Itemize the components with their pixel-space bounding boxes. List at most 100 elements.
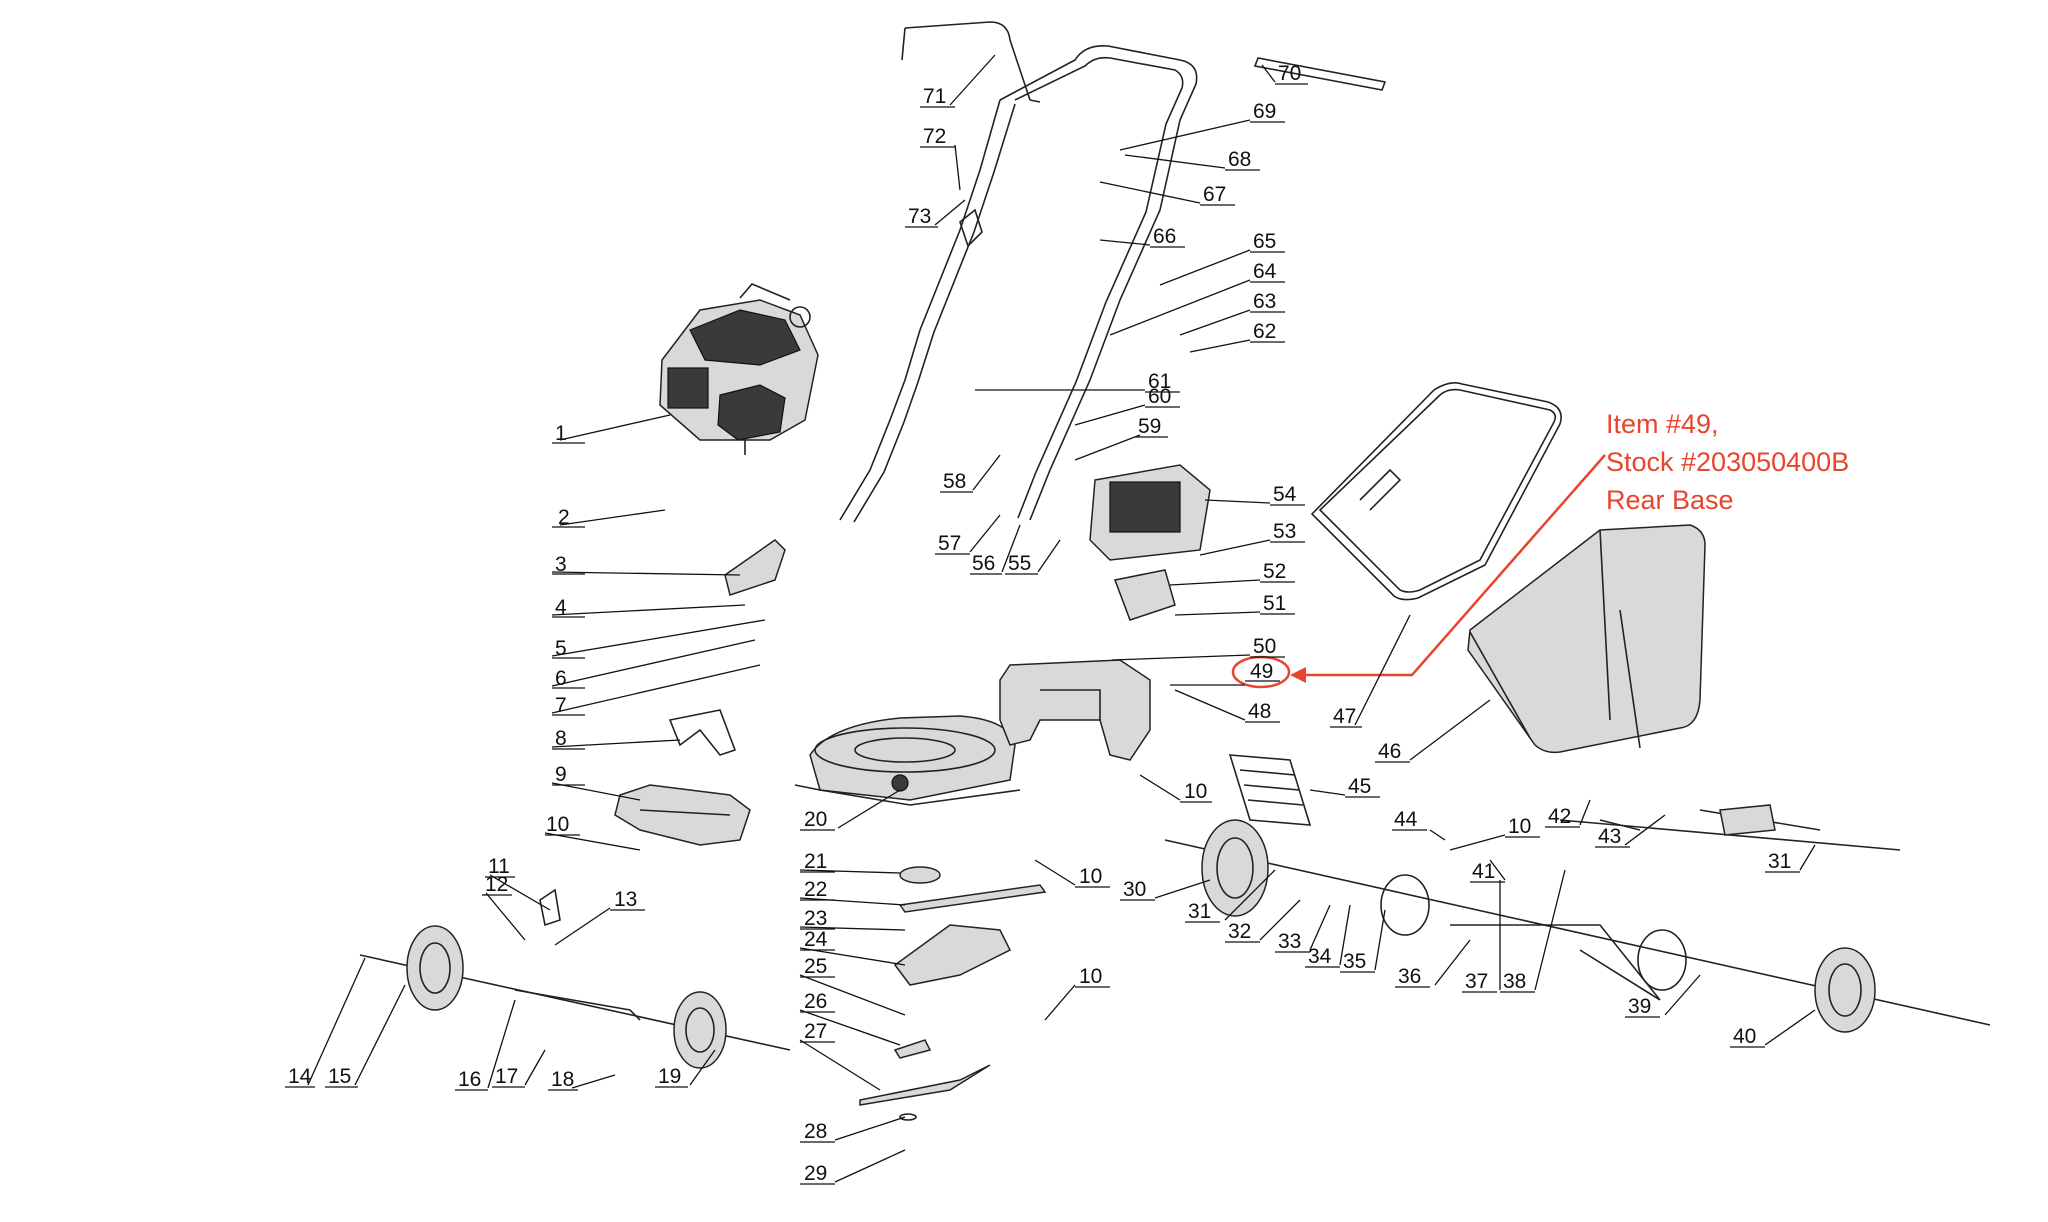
svg-text:28: 28 [804, 1120, 827, 1143]
callout-17: 17 [492, 1049, 546, 1088]
callout-47: 47 [1330, 614, 1411, 728]
svg-text:50: 50 [1253, 635, 1276, 658]
svg-text:40: 40 [1733, 1025, 1756, 1048]
svg-text:27: 27 [804, 1020, 827, 1043]
svg-text:6: 6 [555, 667, 567, 690]
callout-26: 26 [799, 990, 901, 1046]
callout-19: 19 [655, 1049, 716, 1088]
callout-56: 56 [970, 524, 1021, 575]
svg-text:51: 51 [1263, 592, 1286, 615]
callout-49: 49 [1170, 660, 1280, 686]
callout-30: 30 [1120, 878, 1211, 901]
svg-text:52: 52 [1263, 560, 1286, 583]
annotation-part-name: Rear Base [1606, 485, 1734, 515]
svg-text:73: 73 [908, 205, 931, 228]
callout-7: 7 [551, 664, 761, 717]
callout-39: 39 [1625, 974, 1701, 1018]
callout-37: 37 [1462, 880, 1501, 993]
svg-text:34: 34 [1308, 945, 1332, 968]
svg-text:10: 10 [1508, 815, 1531, 838]
callout-24: 24 [799, 928, 906, 966]
svg-text:12: 12 [485, 873, 508, 896]
svg-text:37: 37 [1465, 970, 1488, 993]
annotation-pointer [1231, 454, 1606, 689]
callout-46: 46 [1375, 699, 1491, 763]
svg-text:32: 32 [1228, 920, 1251, 943]
svg-text:23: 23 [804, 907, 827, 930]
callout-10a: 10 [544, 813, 641, 851]
svg-text:21: 21 [804, 850, 827, 873]
svg-text:57: 57 [938, 532, 961, 555]
callout-43: 43 [1595, 814, 1666, 848]
svg-text:26: 26 [804, 990, 827, 1013]
front-axle [359, 888, 791, 1069]
blade-assembly [859, 866, 1047, 1121]
callout-13: 13 [554, 888, 645, 946]
callout-27: 27 [799, 1020, 881, 1091]
callout-67: 67 [1099, 181, 1235, 206]
callout-41: 41 [1470, 859, 1506, 883]
svg-text:43: 43 [1598, 825, 1621, 848]
callout-65: 65 [1159, 230, 1285, 286]
svg-text:72: 72 [923, 125, 946, 148]
callout-73: 73 [905, 199, 966, 228]
svg-text:63: 63 [1253, 290, 1276, 313]
callout-60: 60 [1074, 385, 1180, 426]
svg-text:65: 65 [1253, 230, 1276, 253]
svg-text:19: 19 [658, 1065, 681, 1088]
callout-8: 8 [551, 727, 681, 750]
callout-25: 25 [799, 955, 906, 1016]
svg-text:70: 70 [1278, 62, 1301, 85]
callout-16: 16 [455, 999, 516, 1091]
svg-text:53: 53 [1273, 520, 1296, 543]
callout-21: 21 [799, 850, 901, 874]
callout-1: 1 [552, 414, 671, 445]
svg-text:17: 17 [495, 1065, 518, 1088]
svg-text:39: 39 [1628, 995, 1651, 1018]
callout-18: 18 [548, 1068, 616, 1091]
callout-28: 28 [800, 1116, 906, 1143]
svg-text:5: 5 [555, 637, 567, 660]
svg-text:59: 59 [1138, 415, 1161, 438]
callout-61: 61 [975, 370, 1180, 393]
callout-6: 6 [551, 639, 756, 690]
svg-text:62: 62 [1253, 320, 1276, 343]
callout-15: 15 [325, 984, 406, 1088]
callout-32: 32 [1225, 899, 1301, 943]
svg-text:67: 67 [1203, 183, 1226, 206]
svg-text:60: 60 [1148, 385, 1171, 408]
callout-52: 52 [1169, 560, 1295, 586]
callout-48: 48 [1174, 689, 1280, 723]
callout-40: 40 [1730, 1009, 1816, 1048]
svg-text:33: 33 [1278, 930, 1301, 953]
callout-10e: 10 [1449, 815, 1540, 851]
callout-31b: 31 [1765, 844, 1816, 873]
callout-58: 58 [940, 454, 1001, 493]
svg-text:35: 35 [1343, 950, 1366, 973]
front-covers [614, 539, 786, 846]
svg-text:47: 47 [1333, 705, 1356, 728]
callout-10c: 10 [1044, 965, 1110, 1021]
callout-51: 51 [1174, 592, 1295, 616]
svg-text:56: 56 [972, 552, 995, 575]
callout-72: 72 [920, 125, 961, 191]
callout-23: 23 [799, 907, 906, 931]
callout-63: 63 [1179, 290, 1285, 336]
item-annotation: Item #49, Stock #203050400B Rear Base [1606, 405, 1849, 519]
svg-text:14: 14 [288, 1065, 312, 1088]
annotation-item-number: Item #49, [1606, 409, 1719, 439]
callout-35: 35 [1340, 909, 1386, 973]
svg-text:11: 11 [488, 855, 510, 878]
svg-text:31: 31 [1768, 850, 1791, 873]
svg-text:31: 31 [1188, 900, 1211, 923]
svg-text:10: 10 [1079, 965, 1102, 988]
callout-64: 64 [1109, 260, 1285, 336]
callout-12: 12 [482, 873, 526, 941]
engine [659, 283, 819, 455]
callout-70: 70 [1261, 62, 1308, 85]
svg-text:7: 7 [555, 694, 567, 717]
callout-5: 5 [551, 619, 766, 660]
callout-4: 4 [551, 596, 746, 619]
svg-text:61: 61 [1148, 370, 1171, 393]
